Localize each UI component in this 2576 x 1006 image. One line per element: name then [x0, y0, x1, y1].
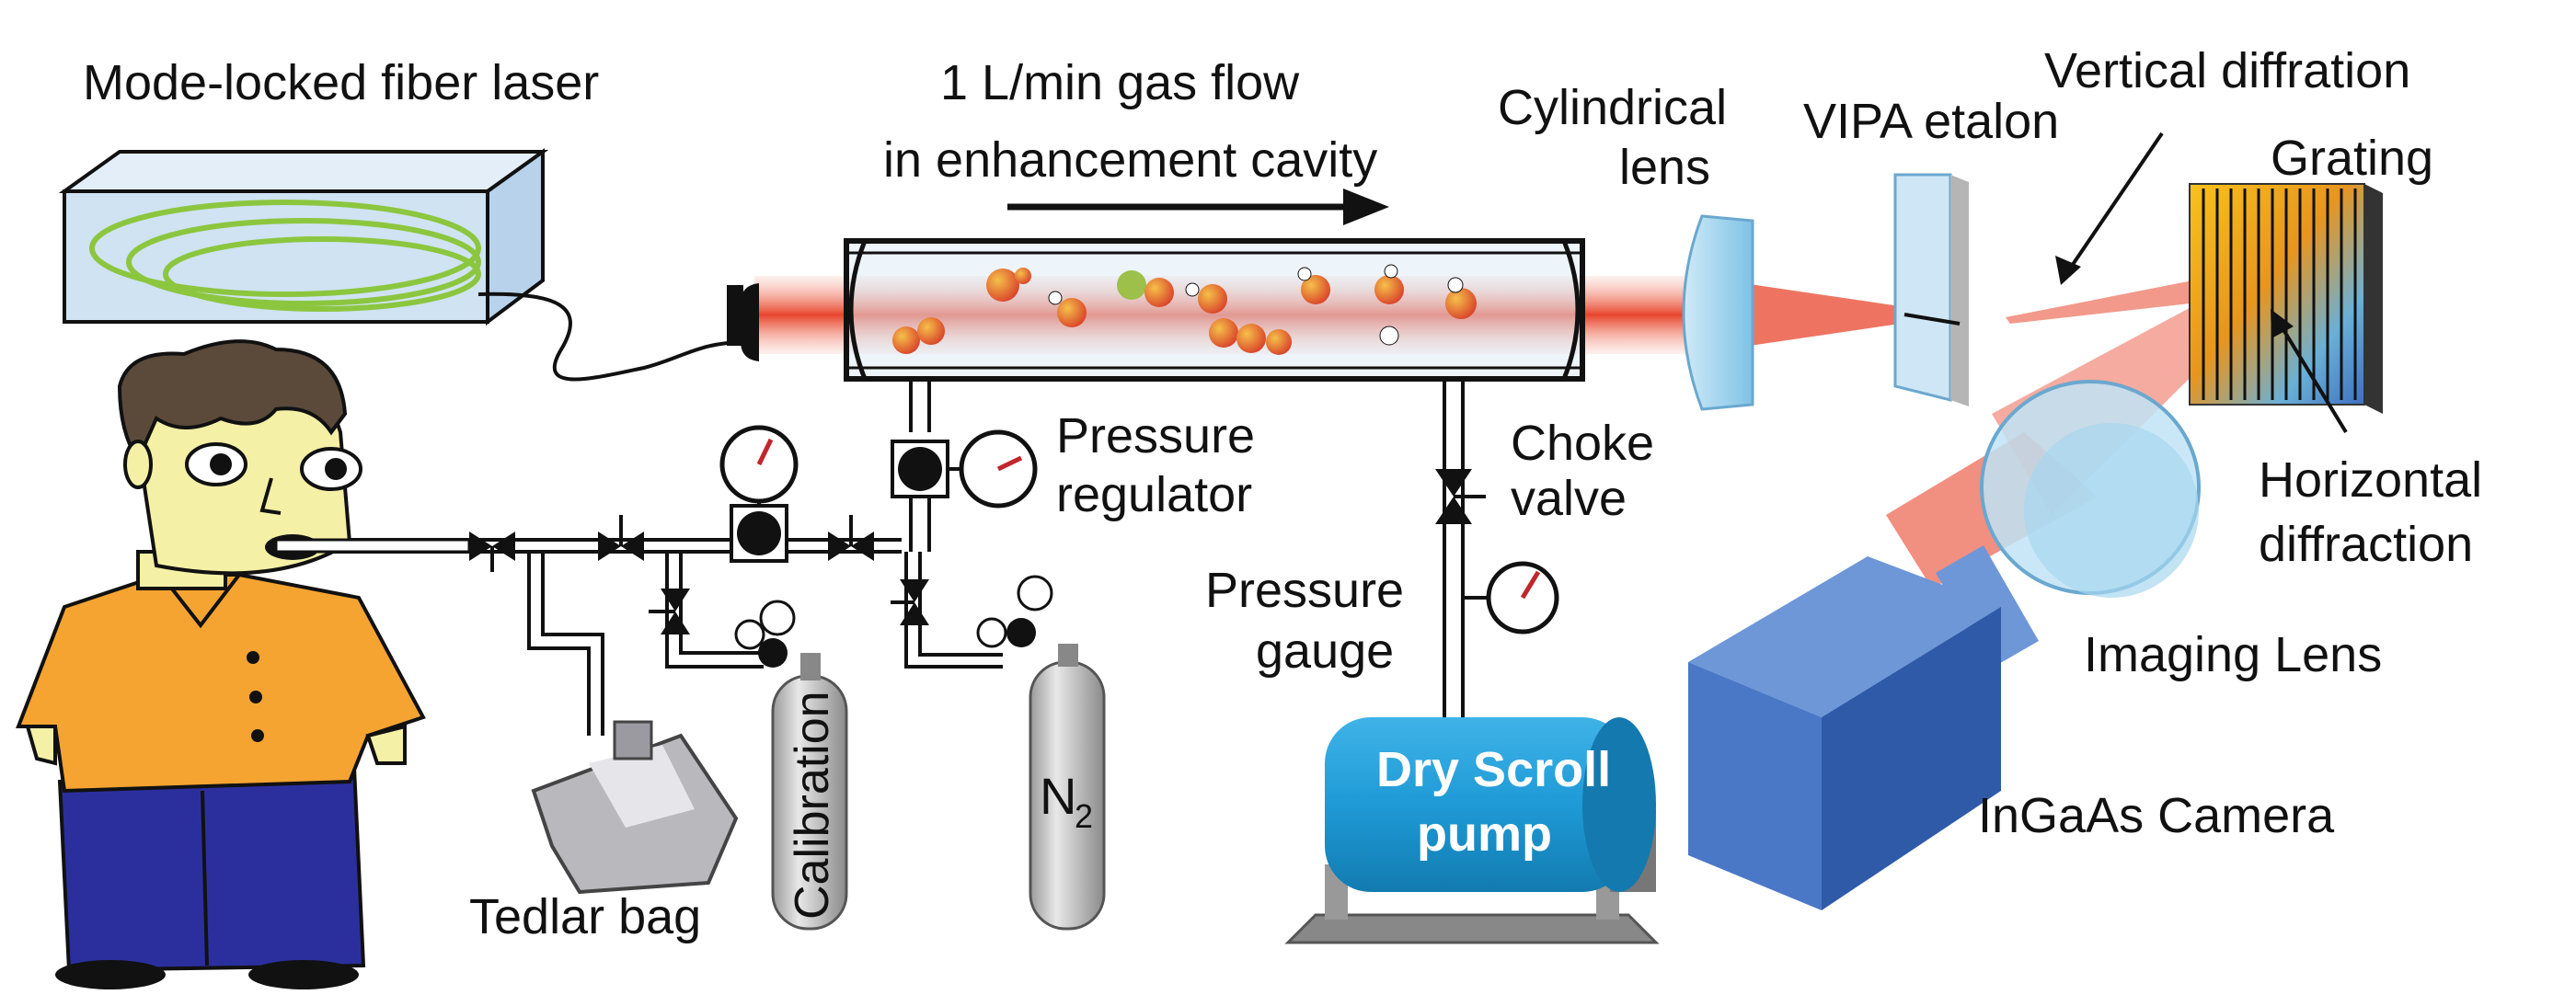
grating: Grating: [2189, 131, 2433, 414]
gas-flow-label-1: 1 L/min gas flow: [940, 55, 1300, 110]
flow-arrow: [1007, 189, 1389, 225]
cyl-lens-label-1: Cylindrical: [1498, 80, 1727, 135]
pump-label-2: pump: [1417, 806, 1552, 862]
choke-valve-label-1: Choke: [1511, 416, 1654, 471]
fiber-coil: [89, 200, 481, 312]
calibration-label: Calibration: [786, 691, 839, 920]
horizontal-diffraction-label-2: diffraction: [2259, 517, 2473, 572]
n2-cylinder: N 2: [1029, 644, 1106, 931]
horizontal-diffraction-annotation: Horizontal diffraction: [2259, 309, 2482, 572]
grating-lines: [2202, 189, 2357, 400]
person: [16, 339, 471, 989]
choke-valve-label-2: valve: [1511, 471, 1627, 526]
fiber-cable: [477, 292, 746, 382]
valves: [469, 469, 1486, 634]
laser-label: Mode-locked fiber laser: [83, 55, 599, 110]
vipa-label: VIPA etalon: [1803, 94, 2059, 149]
n2-label: N: [1040, 767, 1076, 825]
pressure-regulators: Pressure regulator: [719, 408, 1255, 563]
shirt-buttons: [247, 651, 264, 742]
input-mirror: [741, 283, 759, 361]
pressure-gauge-label-1: Pressure: [1205, 563, 1404, 618]
ingaas-camera: InGaAs Camera: [1688, 545, 2335, 910]
cylinder-regulators: [734, 575, 1053, 668]
dry-scroll-pump: Dry Scroll pump: [1284, 717, 1660, 944]
tedlar-bag: Tedlar bag: [469, 720, 739, 944]
n2-subscript: 2: [1075, 797, 1093, 835]
gas-plumbing: [267, 379, 1490, 736]
tedlar-bag-label: Tedlar bag: [469, 889, 701, 944]
pressure-gauge-label-2: gauge: [1256, 623, 1394, 679]
horizontal-diffraction-label-1: Horizontal: [2259, 452, 2482, 508]
camera-label: InGaAs Camera: [1978, 788, 2335, 843]
grating-label: Grating: [2271, 131, 2433, 186]
vertical-diffraction-annotation: Vertical diffration: [2044, 43, 2410, 285]
pressure-regulator-label-1: Pressure: [1056, 408, 1255, 463]
vertical-diffraction-label: Vertical diffration: [2044, 43, 2410, 98]
vipa-etalon: VIPA etalon: [1803, 94, 2059, 406]
enhancement-cavity: 1 L/min gas flow in enhancement cavity: [844, 55, 1585, 382]
calibration-cylinder: Calibration: [771, 653, 848, 931]
pressure-regulator-label-2: regulator: [1056, 467, 1252, 522]
fiber-laser: Mode-locked fiber laser: [58, 55, 746, 382]
imaging-lens: Imaging Lens: [1980, 380, 2382, 682]
pump-label-1: Dry Scroll: [1376, 742, 1611, 797]
cylindrical-lens: Cylindrical lens: [1498, 80, 1754, 411]
imaging-lens-label: Imaging Lens: [2084, 627, 2382, 682]
pressure-gauge: Pressure gauge Choke valve: [1205, 416, 1654, 679]
mirror-mount: [727, 285, 743, 346]
gas-molecules: [892, 264, 1477, 355]
gas-flow-label-2: in enhancement cavity: [883, 132, 1377, 188]
cyl-lens-label-2: lens: [1619, 140, 1710, 195]
